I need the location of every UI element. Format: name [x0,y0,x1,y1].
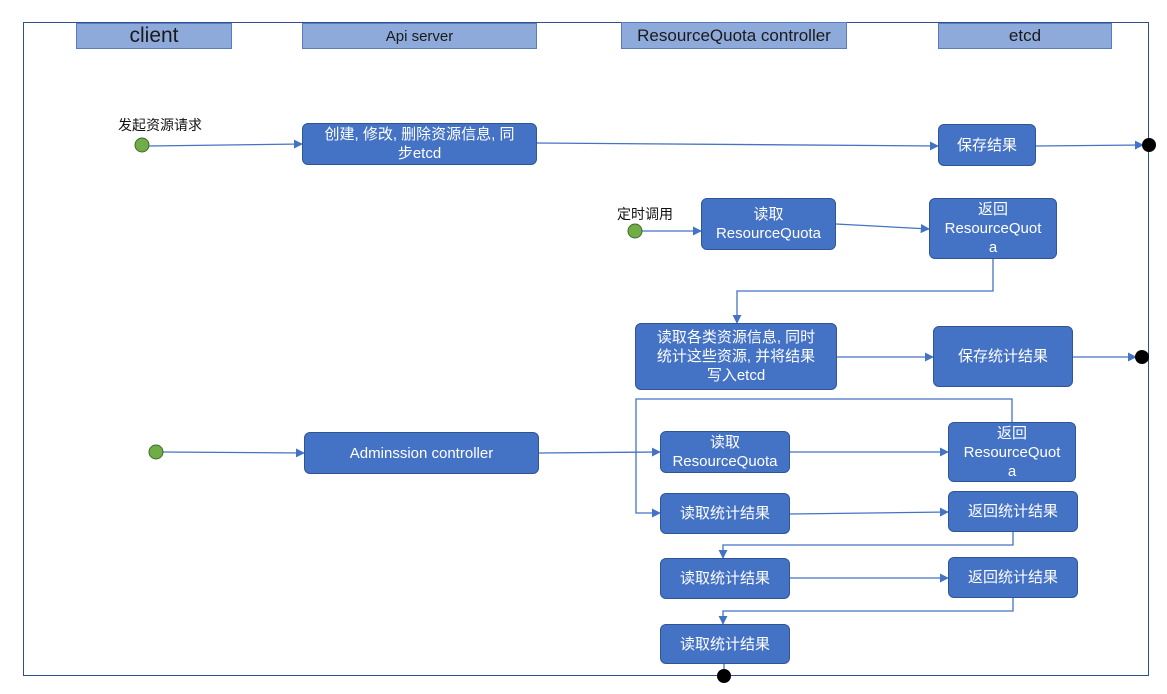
start-node-admission [148,444,164,460]
arrow-start-to-admission [162,448,305,458]
arrow-read-stats-1-to-return [789,507,949,517]
arrow-admission-to-read-rq [538,447,661,457]
box-return-resourcequota-2: 返回 ResourceQuot a [948,422,1076,482]
box-read-resourcequota-2: 读取 ResourceQuota [660,431,790,473]
label-timer-call: 定时调用 [617,206,673,222]
start-node-timer [627,223,643,239]
start-node-request [134,137,150,153]
arrow-request-to-api [148,139,303,149]
lane-resourcequota-controller: ResourceQuota controller [621,22,847,49]
box-read-stats-2: 读取统计结果 [660,558,790,599]
arrow-return-stats-1-to-read-stats-2 [718,531,1014,559]
label-start-request: 发起资源请求 [118,117,202,133]
box-read-resourcequota-1: 读取 ResourceQuota [701,198,836,250]
box-admission-controller: Adminssion controller [304,432,539,474]
arrow-return-rq-to-read-all [732,259,994,324]
end-node-save-stats [1135,350,1149,364]
box-save-stats: 保存统计结果 [933,326,1073,387]
lane-api-server: Api server [302,23,537,49]
arrow-return-rq-to-read-stats [635,398,1013,518]
box-return-resourcequota-1: 返回 ResourceQuot a [929,198,1057,259]
arrow-save-result-to-end [1035,140,1144,150]
diagram-frame [23,22,1149,676]
box-read-stats-1: 读取统计结果 [660,493,790,534]
box-return-stats-2: 返回统计结果 [948,557,1078,598]
lane-etcd: etcd [938,23,1112,49]
box-read-all-resources: 读取各类资源信息, 同时 统计这些资源, 并将结果 写入etcd [635,323,837,390]
end-node-read-stats [717,669,731,683]
lane-client: client [76,23,232,49]
end-node-save-result [1142,138,1156,152]
arrow-api-to-save-result [536,141,939,151]
arrow-return-stats-2-to-read-stats-3 [718,598,1014,625]
box-create-modify-delete: 创建, 修改, 删除资源信息, 同 步etcd [302,123,537,165]
box-return-stats-1: 返回统计结果 [948,491,1078,532]
box-save-result: 保存结果 [938,124,1036,166]
arrow-read-rq-to-return [835,223,930,234]
box-read-stats-3: 读取统计结果 [660,624,790,664]
